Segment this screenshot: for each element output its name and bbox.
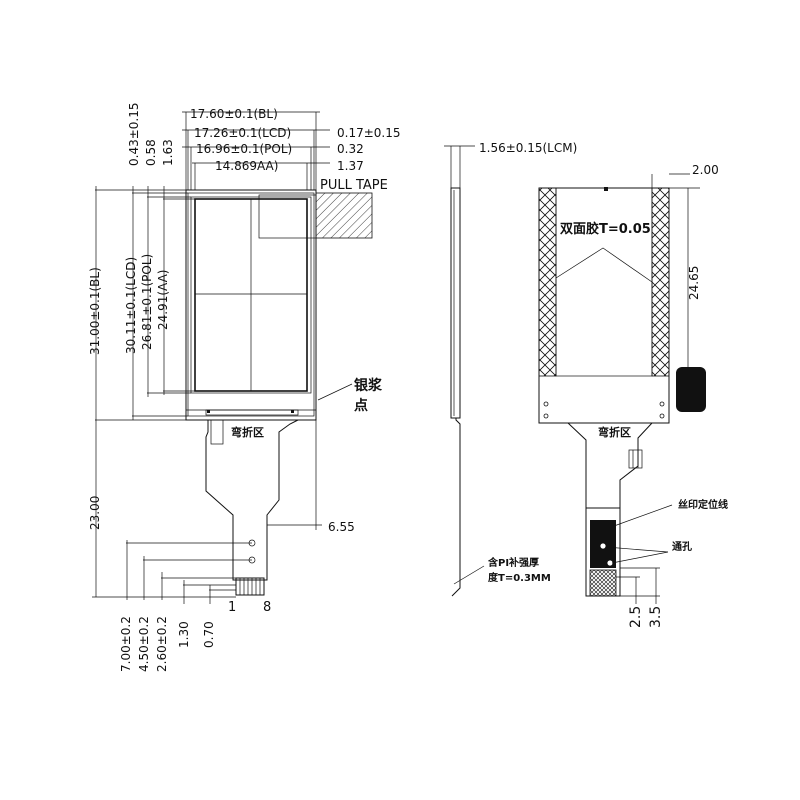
fpc-pins — [235, 577, 265, 596]
pin-last-label: 8 — [263, 600, 271, 615]
side-view: 1.56±0.15(LCM) 含PI补强厚 度T=0.3MM — [444, 141, 577, 597]
back-mount-dots — [543, 401, 665, 419]
fpc-stub — [210, 419, 224, 445]
polarizer-outline — [190, 196, 312, 394]
pi-note-1: 含PI补强厚 — [488, 556, 539, 569]
back-top-marker — [604, 187, 608, 191]
back-pull-tab — [676, 367, 706, 412]
fpc-pin-lines — [239, 578, 261, 595]
tape-label: 双面胶T=0.05 — [560, 221, 651, 237]
dim-top-3: 1.63 — [161, 139, 175, 166]
silkscreen-label: 丝印定位线 — [678, 498, 728, 511]
dim-lcd-width: 17.26±0.1(LCD) — [194, 126, 291, 140]
tape-leader — [555, 247, 653, 283]
side-body — [450, 187, 461, 419]
dim-tape-width: 2.00 — [692, 163, 719, 177]
dim-right-3: 1.37 — [337, 159, 364, 173]
dim-b3: 2.60±0.2 — [155, 616, 169, 672]
tape-strip-left — [538, 187, 557, 377]
dim-aa-width: 14.869AA) — [215, 159, 278, 173]
pi-leader — [453, 565, 485, 585]
bottom-dim-lines — [126, 540, 252, 604]
dim-c2: 3.5 — [648, 606, 664, 628]
pull-tape-label: PULL TAPE — [320, 178, 388, 193]
front-fold-zone: 弯折区 — [231, 425, 264, 439]
tape-strip-right — [651, 187, 670, 377]
backlight-outline — [185, 189, 317, 421]
silver-paste-label-2: 点 — [354, 397, 368, 414]
width-dim-lines — [182, 111, 330, 190]
back-view: 双面胶T=0.05 2.00 24.65 弯折区 丝印定位线 通孔 2.5 — [538, 163, 728, 628]
dim-fpc-offset: 6.55 — [328, 520, 355, 534]
dim-bl-height: 31.00±0.1(BL) — [88, 267, 102, 355]
dim-top-1: 0.43±0.15 — [127, 103, 141, 167]
silkscreen-leader — [613, 504, 673, 527]
dim-pol-width: 16.96±0.1(POL) — [196, 142, 292, 156]
side-fpc — [451, 418, 461, 597]
ic-marker-left — [207, 410, 210, 413]
front-view: 17.60±0.1(BL) 17.26±0.1(LCD) 16.96±0.1(P… — [88, 103, 401, 673]
dim-aa-height: 24.91(AA) — [156, 270, 170, 330]
dim-b4: 1.30 — [177, 621, 191, 648]
lcd-outline — [187, 192, 315, 417]
pi-note-2: 度T=0.3MM — [488, 571, 551, 584]
dim-top-2: 0.58 — [144, 139, 158, 166]
dim-b1: 7.00±0.2 — [119, 616, 133, 672]
dim-b2: 4.50±0.2 — [137, 616, 151, 672]
dim-thickness: 1.56±0.15(LCM) — [479, 141, 577, 155]
hole-leader-1 — [605, 546, 669, 553]
dim-right-1: 0.17±0.15 — [337, 126, 401, 140]
dim-b5: 0.70 — [202, 621, 216, 648]
dim-pol-height: 26.81±0.1(POL) — [140, 254, 154, 350]
dim-right-2: 0.32 — [337, 142, 364, 156]
hole-label: 通孔 — [672, 540, 692, 553]
dim-lcd-height: 30.11±0.1(LCD) — [124, 257, 138, 354]
dim-fpc-length: 23.00 — [88, 496, 102, 530]
dim-bl-width: 17.60±0.1(BL) — [190, 107, 278, 121]
hole-leader-2 — [611, 551, 669, 564]
pull-tape — [315, 192, 373, 239]
back-fold-zone: 弯折区 — [598, 425, 631, 439]
back-connector — [628, 449, 643, 469]
back-fpc — [567, 422, 653, 509]
pin-first-label: 1 — [228, 600, 236, 615]
driver-ic — [205, 409, 299, 416]
height-dim-lines — [92, 186, 236, 598]
silver-paste-label-1: 银浆 — [354, 377, 383, 394]
dim-tape-height: 24.65 — [687, 266, 701, 300]
dim-c1: 2.5 — [628, 606, 644, 628]
back-pin-grid — [589, 569, 617, 597]
fpc-outline — [205, 419, 299, 581]
tape-inner-area — [555, 187, 653, 377]
silver-paste-leader — [317, 383, 353, 401]
ic-marker-right — [291, 410, 294, 413]
through-hole-1 — [599, 542, 607, 550]
